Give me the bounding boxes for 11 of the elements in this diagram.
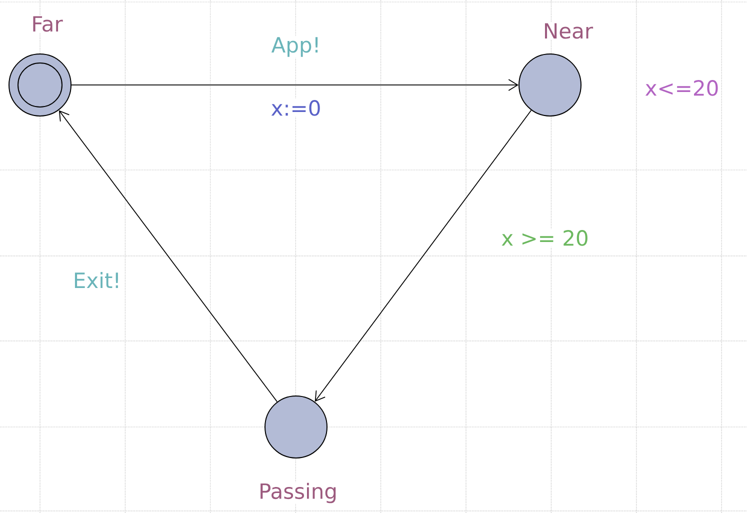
location-name: Passing xyxy=(258,482,338,504)
edge-label: App! xyxy=(270,36,322,58)
arrow xyxy=(71,79,518,91)
edge-label: Exit! xyxy=(72,271,122,289)
arrow xyxy=(58,110,278,402)
invariant-label: x<=20 xyxy=(644,79,720,97)
location-name: Near xyxy=(542,22,594,40)
location-name: Far xyxy=(30,15,64,33)
update-label: x:=0 xyxy=(270,99,322,117)
edge-label: x >= 20 xyxy=(500,229,590,247)
arrow xyxy=(314,110,532,402)
